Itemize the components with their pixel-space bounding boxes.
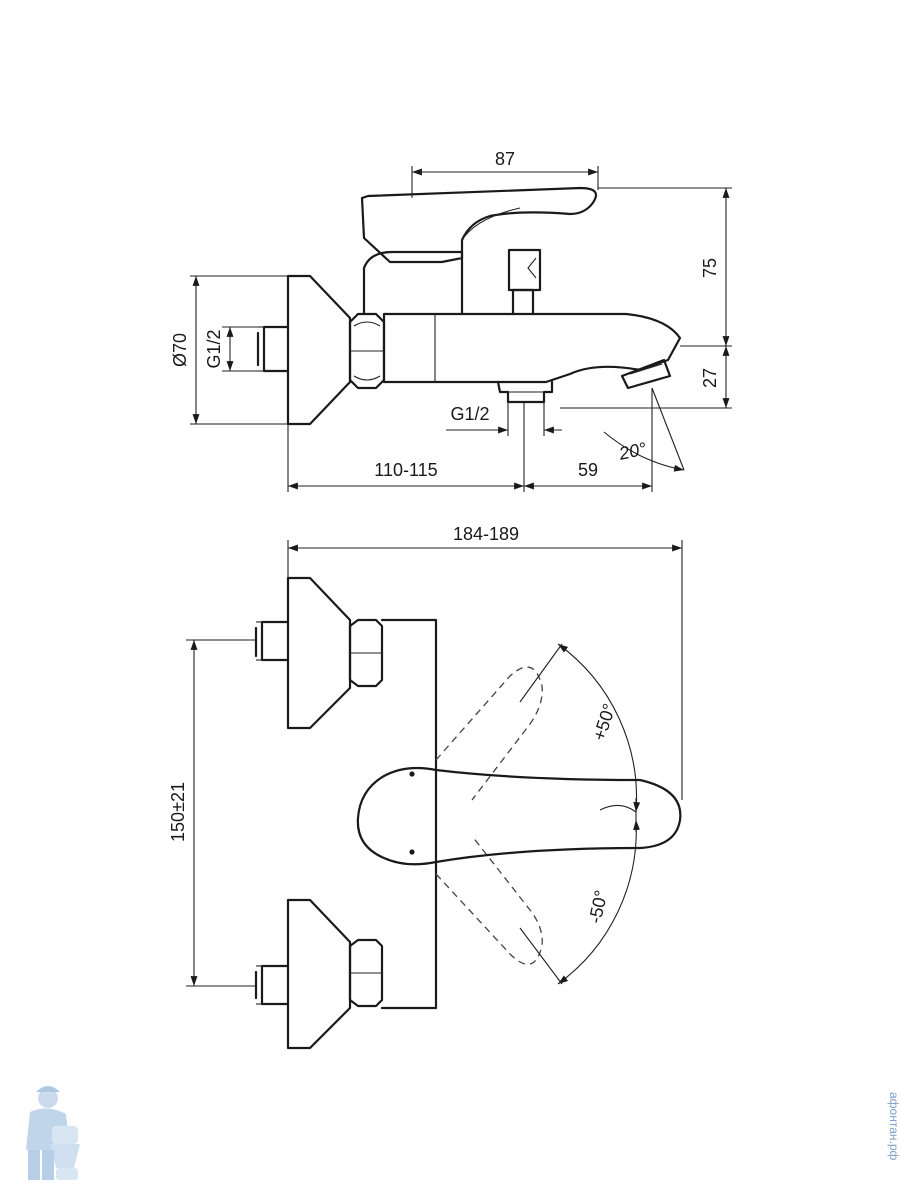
inlet-pipe bbox=[262, 325, 290, 373]
dim-spout-angle: 20° bbox=[616, 439, 648, 464]
handle-position-minus50 bbox=[435, 835, 543, 965]
cartridge-housing bbox=[362, 250, 464, 316]
upper-flange bbox=[286, 576, 352, 730]
dim-rotation-plus: +50° bbox=[589, 701, 620, 743]
watermark-site-text: aфонтан.рф bbox=[887, 1092, 900, 1161]
dim-thread-outlet: G1/2 bbox=[450, 404, 489, 424]
upper-hex-nut bbox=[348, 618, 384, 688]
dim-diameter: Ø70 bbox=[170, 333, 190, 367]
dim-handle-length: 87 bbox=[495, 149, 515, 169]
wall-flange bbox=[286, 274, 352, 426]
diverter-knob bbox=[511, 288, 535, 316]
mixer-body bbox=[380, 618, 438, 1010]
plumber-mascot-icon bbox=[26, 1086, 80, 1180]
lower-flange bbox=[286, 898, 352, 1050]
dim-inlet-spacing: 150±21 bbox=[168, 782, 188, 842]
dim-height-top: 75 bbox=[700, 258, 720, 278]
lever-handle-top bbox=[356, 766, 682, 866]
dim-outlet-to-spout: 59 bbox=[578, 460, 598, 480]
lever-handle bbox=[360, 186, 598, 264]
dim-height-spout: 27 bbox=[700, 368, 720, 388]
dim-rotation-minus: -50° bbox=[585, 888, 611, 925]
dim-overall-length: 184-189 bbox=[453, 524, 519, 544]
watermark: aфонтан.рф bbox=[887, 1092, 900, 1161]
lower-hex-nut bbox=[348, 938, 384, 1008]
aerator bbox=[620, 358, 672, 390]
dim-thread-inlet: G1/2 bbox=[204, 329, 224, 368]
shower-outlet bbox=[496, 380, 554, 404]
dim-wall-to-outlet: 110-115 bbox=[374, 460, 437, 480]
handle-position-plus50 bbox=[435, 666, 543, 801]
side-view: 87 75 27 Ø70 G1/2 G1/2 110-115 59 bbox=[170, 149, 732, 492]
top-view: 184-189 +50° -50° bbox=[168, 524, 683, 1050]
